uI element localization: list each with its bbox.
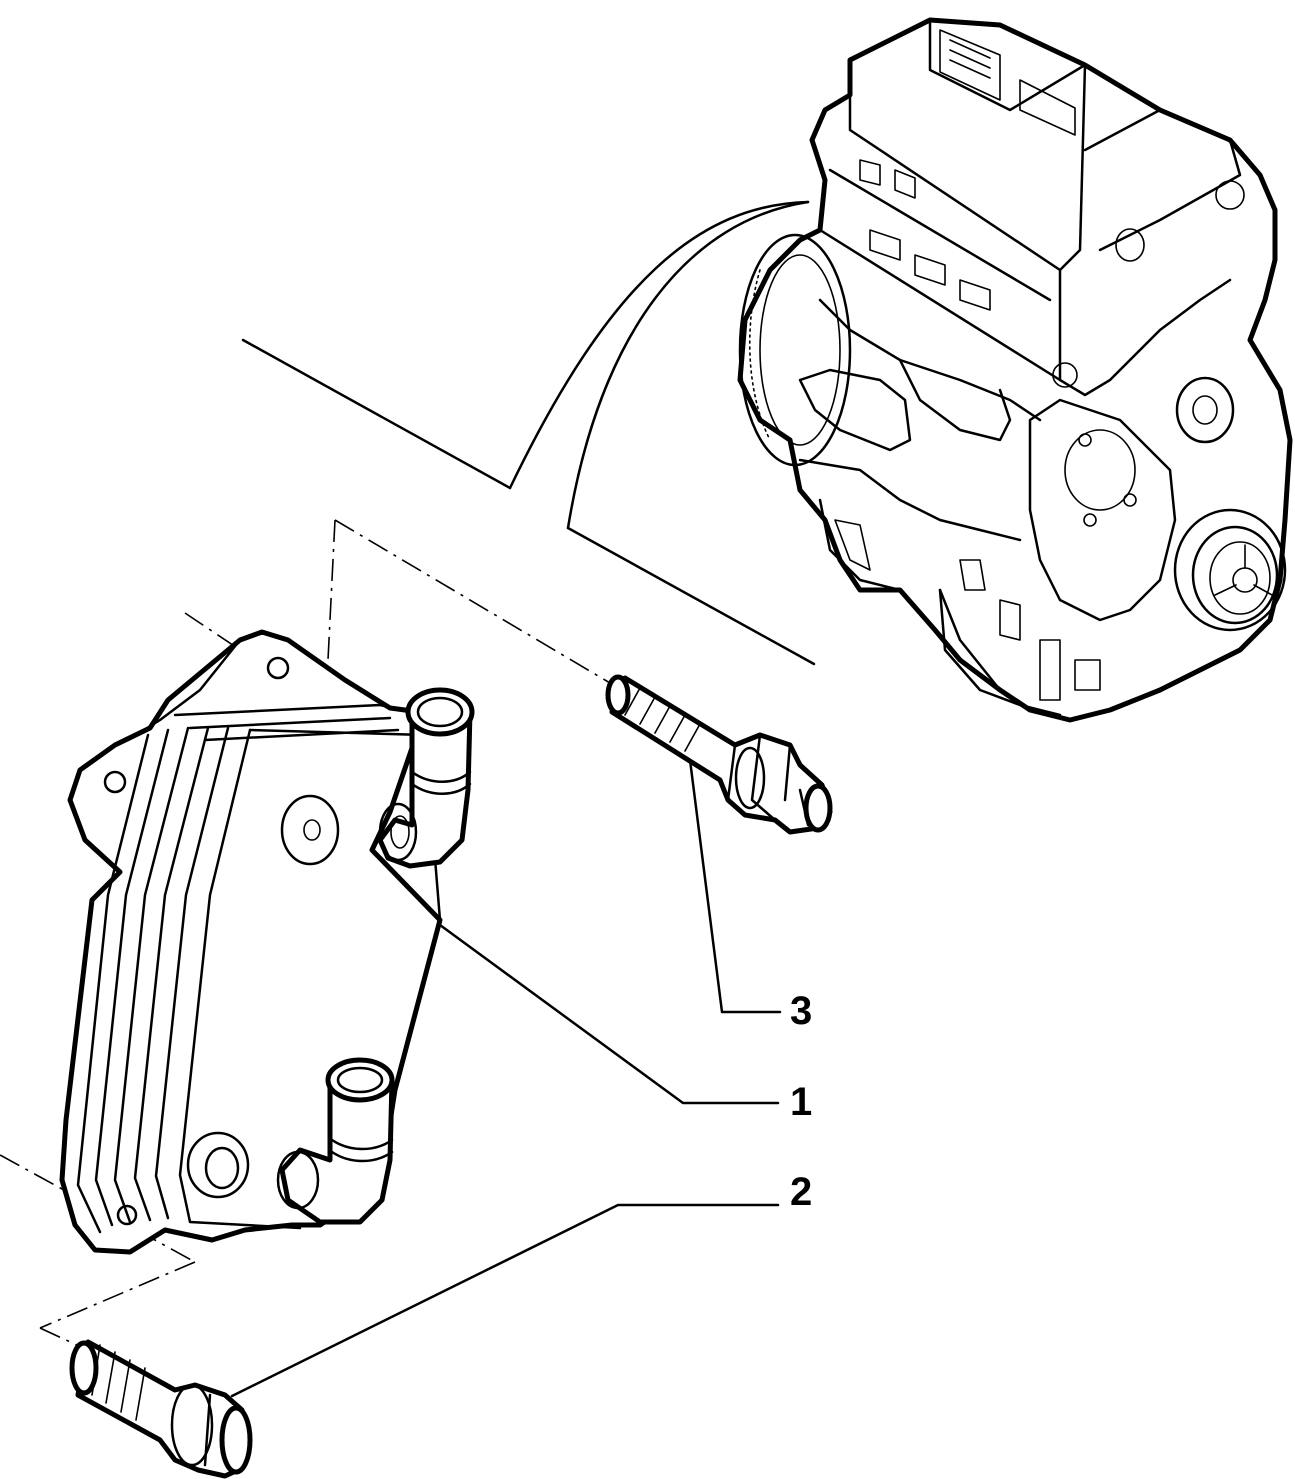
flange-bolt <box>69 1339 253 1479</box>
leader-line-3 <box>688 758 782 1014</box>
callout-3: 3 <box>790 989 812 1033</box>
engine-assembly <box>241 17 1293 723</box>
callout-2: 2 <box>790 1170 812 1214</box>
leader-line-2 <box>230 1203 780 1398</box>
leader-line-1 <box>438 923 780 1105</box>
lower-pipe-fitting <box>276 1057 395 1225</box>
leader-lines <box>230 758 782 1398</box>
stud-bolt <box>605 674 833 835</box>
upper-pipe-fitting <box>377 687 475 869</box>
callout-1: 1 <box>790 1080 812 1124</box>
oil-cooler <box>59 629 475 1255</box>
